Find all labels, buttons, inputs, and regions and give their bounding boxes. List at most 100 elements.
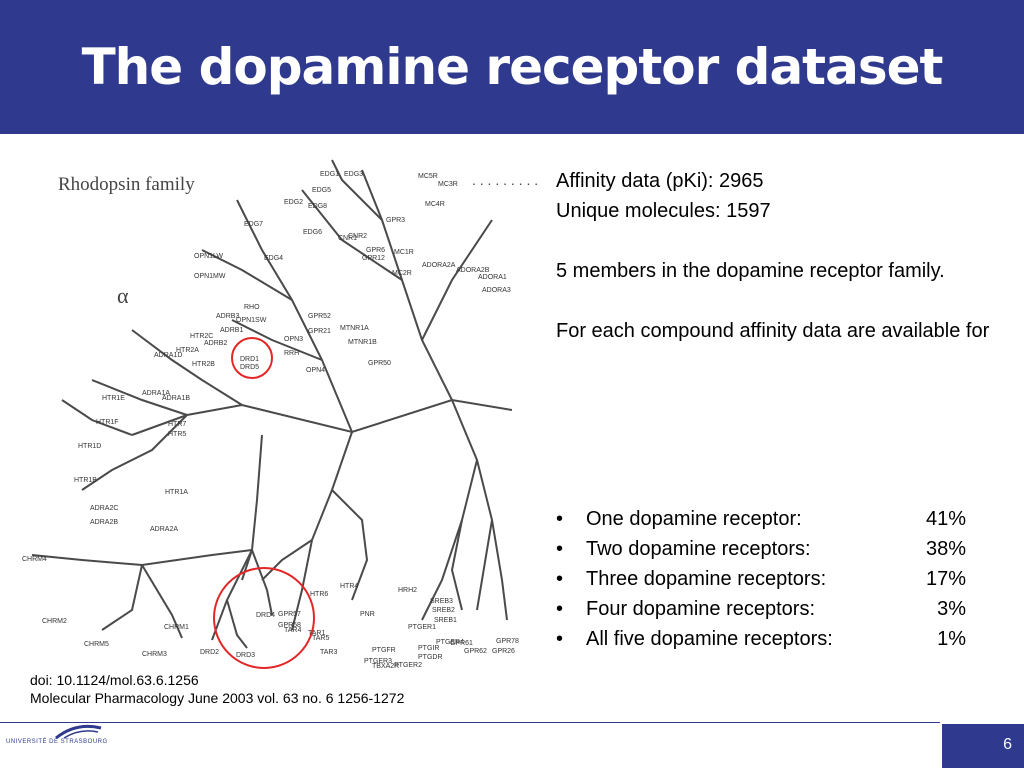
tree-dots: . . . . . . . . .: [472, 172, 538, 188]
tree-leaf-label: PTGER1: [408, 624, 436, 631]
tree-leaf-label: PTGER3: [364, 658, 392, 665]
tree-leaf-label: CHRM1: [164, 624, 189, 631]
footer-divider: [0, 722, 940, 723]
alpha-label: α: [117, 283, 129, 308]
tree-leaf-label: HTR4: [340, 583, 358, 590]
bullet-label: Three dopamine receptors:: [586, 567, 827, 590]
tree-leaf-label: GPR61: [450, 640, 473, 647]
tree-leaf-label: HTR1E: [102, 395, 125, 402]
tree-leaf-label: HTR2C: [190, 333, 213, 340]
tree-leaf-label: HTR1D: [78, 443, 101, 450]
phylogenetic-tree-figure: Rhodopsin family α: [22, 159, 538, 670]
page-number: 6: [1003, 736, 1012, 753]
tree-leaf-label: ADRA2C: [90, 505, 118, 512]
list-item: • Four dopamine receptors: 3%: [556, 594, 976, 624]
tree-leaf-label: PNR: [360, 611, 375, 618]
members-line: 5 members in the dopamine receptor famil…: [556, 260, 945, 282]
tree-leaf-label: GPR6: [366, 247, 385, 254]
tree-leaf-label: DRD5: [240, 364, 259, 371]
family-label: Rhodopsin family: [58, 174, 195, 195]
tree-leaf-label: PTGIR: [418, 645, 439, 652]
bullet-icon: •: [556, 597, 564, 620]
tree-leaf-label: GPR12: [362, 255, 385, 262]
bullet-icon: •: [556, 627, 564, 650]
tree-branches: [31, 159, 513, 649]
list-item: • Three dopamine receptors: 17%: [556, 564, 976, 594]
logo-text: UNIVERSITÉ DE STRASBOURG: [6, 739, 108, 745]
tree-leaf-label: GPR58: [278, 622, 301, 629]
tree-leaf-label: MTNR1B: [348, 339, 377, 346]
tree-leaf-label: DRD2: [200, 649, 219, 656]
tree-leaf-label: HTR7: [168, 421, 186, 428]
tree-leaf-label: MTNR1A: [340, 325, 369, 332]
tree-leaf-label: RHO: [244, 304, 260, 311]
tree-leaf-label: GPR78: [496, 638, 519, 645]
tree-leaf-label: EDG3: [344, 171, 363, 178]
tree-leaf-label: MC4R: [425, 201, 445, 208]
tree-leaf-label: PTGER4: [436, 639, 464, 646]
tree-leaf-label: HTR6: [310, 591, 328, 598]
tree-leaf-label: ADORA1: [478, 274, 507, 281]
bullet-icon: •: [556, 567, 564, 590]
tree-leaf-label: CHRM2: [42, 618, 67, 625]
tree-leaf-label: ADORA2B: [456, 267, 490, 274]
tree-leaf-label: ADRB1: [220, 327, 243, 334]
page-number-box: 6: [942, 724, 1024, 768]
title-bar: The dopamine receptor dataset: [0, 0, 1024, 134]
unique-molecules-line: Unique molecules: 1597: [556, 200, 771, 222]
tree-leaf-label: EDG4: [264, 255, 283, 262]
tree-leaf-label: GPR3: [386, 217, 405, 224]
tree-leaf-label: DRD3: [236, 652, 255, 659]
tree-leaf-label: EDG5: [312, 187, 331, 194]
bullet-icon: •: [556, 537, 564, 560]
tree-leaf-label: ADORA3: [482, 287, 511, 294]
tree-leaf-label: SREB3: [430, 598, 453, 605]
tree-leaf-label: CHRM5: [84, 641, 109, 648]
tree-leaf-label: ADRB2: [204, 340, 227, 347]
tree-leaf-label: ADORA2A: [422, 262, 456, 269]
tree-leaf-label: GPR26: [492, 648, 515, 655]
tree-leaf-label: OPN4: [306, 367, 325, 374]
university-logo: UNIVERSITÉ DE STRASBOURG: [6, 722, 116, 768]
tree-leaf-label: TAR1: [308, 630, 325, 637]
tree-leaf-label: EDG2: [284, 199, 303, 206]
affinity-data-line: Affinity data (pKi): 2965: [556, 170, 764, 192]
tree-leaf-label: CNR1: [338, 235, 357, 242]
tree-leaf-label: HRH2: [398, 587, 417, 594]
bullet-label: Four dopamine receptors:: [586, 597, 816, 620]
tree-leaf-label: DRD4: [256, 612, 275, 619]
tree-leaf-label: MC3R: [438, 181, 458, 188]
tree-leaf-label: HTR2B: [192, 361, 215, 368]
tree-leaf-label: SREB2: [432, 607, 455, 614]
tree-leaf-label: PTGFR: [372, 647, 396, 654]
bullet-value: 41%: [925, 507, 966, 530]
tree-leaf-label: HTR5: [168, 431, 186, 438]
tree-leaf-label: GPR52: [308, 313, 331, 320]
receptor-coverage-list: • One dopamine receptor: 41% • Two dopam…: [556, 504, 976, 654]
tree-leaf-label: HTR1A: [165, 489, 188, 496]
tree-leaf-label: ADRA1D: [154, 352, 182, 359]
logo-swoosh-icon: [55, 724, 102, 740]
tree-leaf-label: OPN3: [284, 336, 303, 343]
tree-leaf-label: TAR3: [320, 649, 337, 656]
info-text: Affinity data (pKi): 2965 Unique molecul…: [556, 166, 1006, 346]
availability-line: For each compound affinity data are avai…: [556, 320, 990, 342]
tree-leaf-label: HTR2A: [176, 347, 199, 354]
tree-leaf-label: ADRA1A: [142, 390, 170, 397]
tree-leaf-label: MC1R: [394, 249, 414, 256]
tree-leaf-label: OPN1SW: [236, 317, 267, 324]
citation-journal: Molecular Pharmacology June 2003 vol. 63…: [30, 690, 405, 706]
tree-leaf-label: PTGER2: [394, 662, 422, 669]
highlight-circle-drd1-drd5: [231, 337, 273, 379]
bullet-value: 1%: [937, 627, 966, 650]
tree-leaf-label: EDG1: [320, 171, 339, 178]
tree-leaf-label: GPR57: [278, 611, 301, 618]
bullet-label: Two dopamine receptors:: [586, 537, 811, 560]
tree-leaf-label: MC5R: [418, 173, 438, 180]
tree-leaf-label: HTR1F: [96, 419, 119, 426]
list-item: • Two dopamine receptors: 38%: [556, 534, 976, 564]
tree-leaf-label: RRH: [284, 350, 299, 357]
tree-leaf-label: OPN1MW: [194, 273, 226, 280]
tree-leaf-label: TBXA2R: [372, 663, 399, 670]
